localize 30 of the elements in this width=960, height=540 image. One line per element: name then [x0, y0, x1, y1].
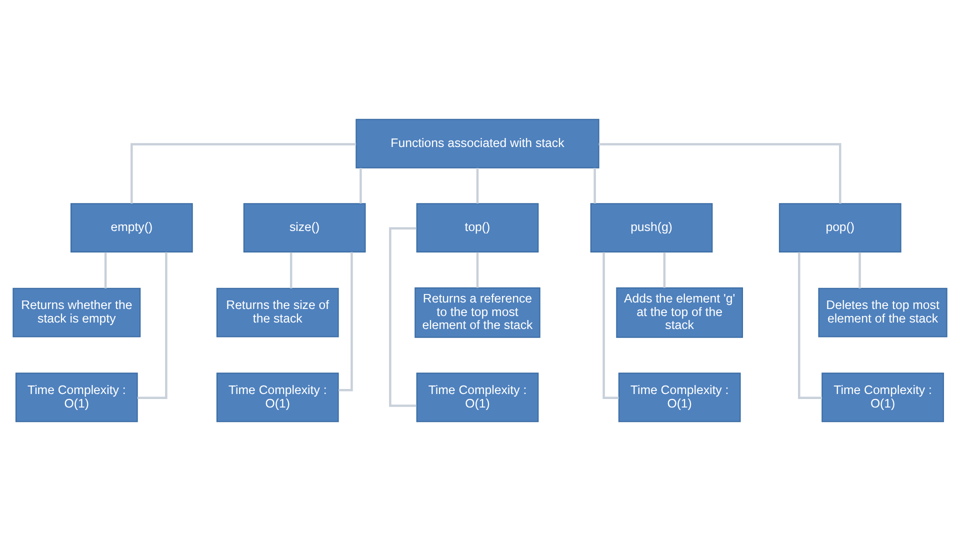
connector: [476, 167, 479, 204]
connector: [130, 142, 356, 204]
node-box: Returns the size of the stack: [216, 287, 339, 337]
node-box: push(g): [590, 202, 713, 252]
connector: [338, 252, 353, 391]
connector: [360, 167, 362, 204]
node-box: empty(): [70, 202, 193, 252]
node-box: Time Complexity : O(1): [618, 372, 741, 422]
connector: [137, 252, 168, 399]
connector: [476, 252, 479, 288]
node-box: Functions associated with stack: [356, 118, 600, 168]
connector: [598, 142, 842, 204]
node-box: Returns whether the stack is empty: [12, 287, 141, 337]
node-box: Deletes the top most element of the stack: [818, 287, 948, 337]
connector: [858, 252, 861, 288]
connector: [594, 167, 596, 204]
node-box: Time Complexity : O(1): [822, 372, 944, 422]
node-box: pop(): [778, 202, 902, 252]
node-box: Time Complexity : O(1): [15, 372, 138, 422]
node-box: Time Complexity : O(1): [416, 372, 539, 422]
connector: [798, 252, 822, 399]
connector: [389, 226, 416, 406]
node-box: size(): [243, 202, 366, 252]
connector: [290, 252, 292, 288]
connector: [663, 252, 666, 288]
node-box: Returns a reference to the top most element of the stack: [414, 286, 540, 338]
node-box: Adds the element 'g' at the top of the stack: [616, 286, 743, 338]
node-box: top(): [416, 202, 539, 252]
node-box: Time Complexity : O(1): [216, 372, 339, 422]
connector: [104, 252, 107, 288]
